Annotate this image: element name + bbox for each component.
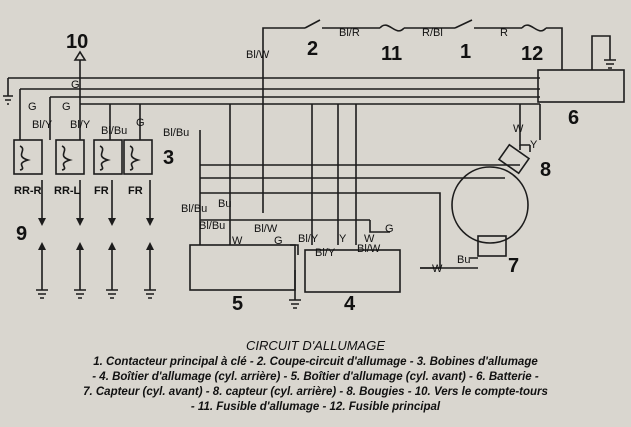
wire-label: Bu (457, 254, 470, 266)
pickup-rear (497, 143, 531, 175)
coil-1 (13, 139, 43, 175)
wire-label: R/Bl (422, 27, 443, 39)
wire-label: Bl/W (254, 223, 278, 235)
coil-3 (93, 139, 123, 175)
wire-label: Bl/Y (32, 119, 53, 131)
wire-label: W (364, 233, 375, 245)
ignition-box-front (189, 244, 296, 291)
caption-line: - 11. Fusible d'allumage - 12. Fusible p… (190, 401, 441, 413)
battery-box (537, 69, 625, 103)
ground-symbol-left (3, 95, 13, 105)
label-11: 11 (381, 43, 402, 65)
label-6: 6 (568, 107, 579, 129)
wire-label: Bl/Y (70, 119, 91, 131)
pickup-front (477, 235, 507, 257)
pickup-front-rotor (451, 166, 529, 244)
spark-arrows-up (38, 242, 154, 250)
coil-label: FR (94, 185, 109, 197)
wire-label: R (500, 27, 508, 39)
wire-label: Bl/W (246, 49, 270, 61)
wire-label: Bl/Bu (181, 203, 207, 215)
wire-label: G (274, 235, 283, 247)
wire-label: Bl/R (339, 27, 360, 39)
supply-line (262, 19, 616, 213)
label-1: 1 (460, 41, 471, 63)
wire-label: W (513, 123, 524, 135)
ground-symbol-center (289, 299, 301, 309)
coil-label: RR-L (54, 185, 81, 197)
switch-1-symbol (454, 19, 473, 29)
label-7: 7 (508, 255, 519, 277)
wire-label: Bl/Bu (163, 127, 189, 139)
battery-ground-symbol (604, 59, 616, 69)
coil-2 (55, 139, 85, 175)
fuse-12-symbol (521, 24, 547, 32)
wire-label: Y (530, 139, 538, 151)
ignition-coils (13, 139, 156, 299)
wire-label: Y (339, 233, 347, 245)
wire-label: Bl/W (357, 243, 381, 255)
wire-label: Bl/Y (298, 233, 319, 245)
wire-label: Bl/Y (315, 247, 336, 259)
label-9: 9 (16, 223, 27, 245)
caption-line: 1. Contacteur principal à clé - 2. Coupe… (93, 356, 538, 368)
caption-line: - 4. Boîtier d'allumage (cyl. arrière) -… (92, 371, 539, 383)
arrow-to-tachometer (73, 50, 87, 61)
fuse-11-symbol (379, 24, 405, 32)
label-12: 12 (521, 43, 543, 65)
caption-title: CIRCUIT D'ALLUMAGE (245, 338, 385, 353)
wire-label: G (62, 101, 71, 113)
label-4: 4 (344, 293, 356, 315)
wire-label: W (232, 235, 243, 247)
ignition-box-rear (304, 249, 401, 293)
label-3: 3 (163, 147, 174, 169)
wire-label: Bl/Bu (101, 125, 127, 137)
wire-label: Bl/Bu (199, 220, 225, 232)
switch-2-symbol (304, 19, 321, 29)
wire-label: G (28, 101, 37, 113)
wire-label: W (432, 263, 443, 275)
label-10: 10 (66, 31, 88, 53)
wire-label: G (71, 79, 80, 91)
caption-line: 7. Capteur (cyl. avant) - 8. capteur (cy… (83, 386, 548, 398)
label-5: 5 (232, 293, 243, 315)
wire-label: G (136, 117, 145, 129)
spark-arrows-down (38, 218, 154, 226)
coil-label: RR-R (14, 185, 42, 197)
wire-label: G (385, 223, 394, 235)
coil-4 (123, 139, 153, 175)
wire-label: Bu (218, 198, 231, 210)
harness-lines (3, 50, 541, 269)
coil-label: FR (128, 185, 143, 197)
label-2: 2 (307, 38, 318, 60)
label-8: 8 (540, 159, 551, 181)
